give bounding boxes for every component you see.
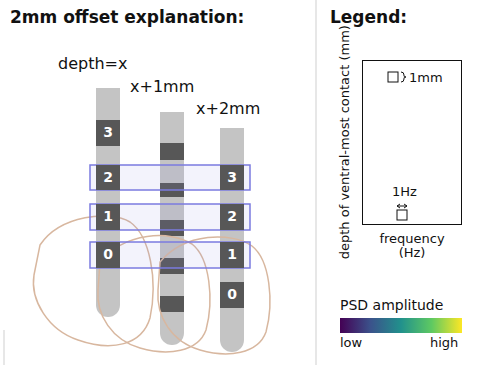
contact-number: 3	[227, 170, 237, 185]
contact-number: 2	[227, 209, 237, 224]
section-heading: Legend:	[330, 8, 407, 27]
contact-number: 3	[103, 125, 113, 140]
contact-number: 2	[103, 170, 113, 185]
axis-label: frequency (Hz)	[367, 232, 457, 261]
colorbar-label: low	[340, 336, 362, 350]
pixel-square	[397, 210, 407, 220]
legend-plot-box: 1mm 1Hz	[362, 60, 462, 225]
depth-match-box	[90, 165, 250, 268]
colorbar	[340, 318, 462, 333]
contact-box: 2	[96, 165, 120, 190]
contact-number: 1	[103, 209, 113, 224]
contact-box: 2	[220, 204, 244, 230]
pixel-square	[388, 72, 398, 82]
contact-number: 1	[227, 247, 237, 262]
figure-title: 2mm offset explanation:	[10, 8, 244, 27]
depth-label: x+1mm	[130, 78, 194, 96]
colorbar-label: high	[430, 336, 458, 350]
brace	[401, 72, 406, 82]
colorbar-title: PSD amplitude	[340, 298, 443, 313]
scale-label: 1Hz	[392, 185, 417, 199]
width-arrow	[397, 204, 407, 208]
contact-box: 0	[220, 282, 244, 308]
contact-box: 3	[220, 165, 244, 190]
contact-box: 0	[96, 242, 120, 268]
contact-box: 3	[96, 120, 120, 146]
frame-line	[4, 330, 5, 365]
nucleus-outline	[33, 216, 269, 354]
contact-box: 1	[96, 204, 120, 230]
divider-line	[316, 0, 317, 365]
depth-label: x+2mm	[196, 100, 260, 118]
contact-box: 1	[220, 242, 244, 268]
depth-label: depth=x	[58, 55, 127, 73]
scale-label: 1mm	[409, 71, 443, 85]
contact-number: 0	[103, 247, 113, 262]
electrode-shaft	[96, 88, 120, 317]
axis-label: depth of ventral-most contact (mm)	[338, 25, 352, 259]
contact-number: 0	[227, 287, 237, 302]
